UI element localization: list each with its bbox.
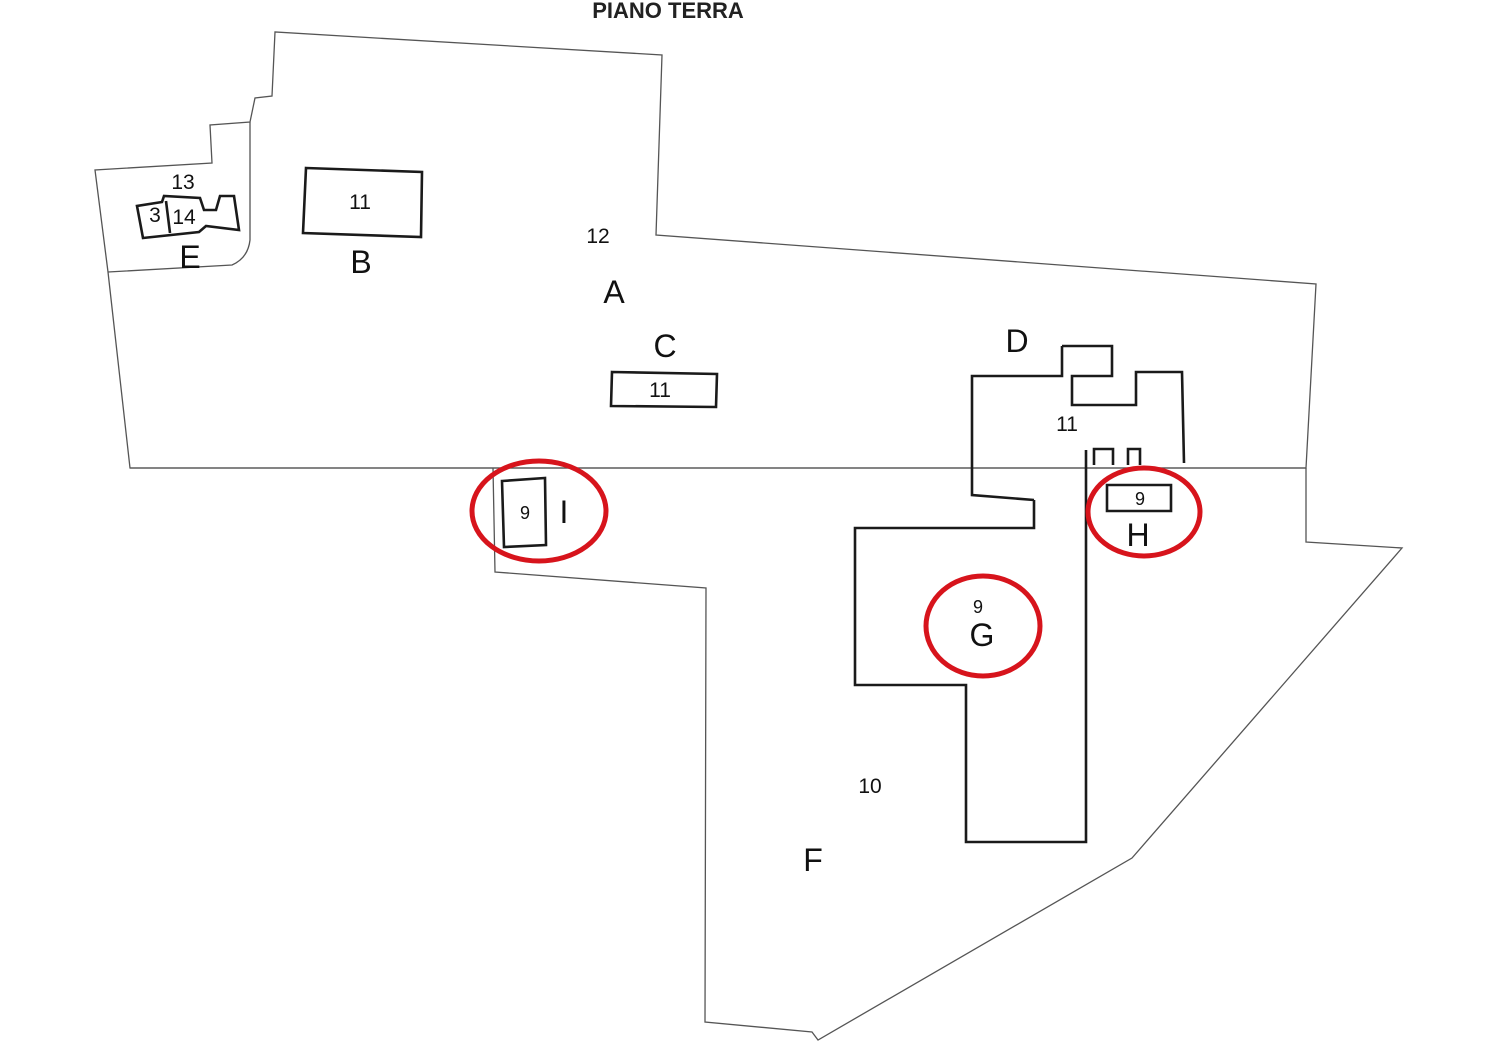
zone-label-g: G [970, 617, 995, 653]
highlight-circle-g [923, 573, 1043, 679]
area-number-12: 12 [586, 225, 609, 248]
zone-label-d: D [1005, 323, 1028, 359]
zone-label-f: F [803, 842, 823, 878]
room-number-c: 11 [649, 379, 671, 402]
highlight-circle-h [1085, 465, 1203, 559]
room-h-outline [1105, 483, 1173, 513]
highlight-circle-i [469, 458, 609, 564]
area-number-10: 10 [858, 775, 881, 798]
room-dg-outline [853, 344, 1186, 844]
room-number-g: 9 [973, 597, 983, 617]
room-number-i: 9 [520, 503, 530, 523]
plan-title: PIANO TERRA [592, 0, 744, 23]
zone-label-c: C [653, 328, 676, 364]
room-e-outline [135, 194, 241, 240]
zone-label-a: A [603, 274, 625, 310]
room-d-notches [1092, 447, 1142, 465]
room-i-outline [500, 476, 548, 549]
zone-e-boundary [107, 122, 251, 273]
zone-label-b: B [350, 244, 371, 280]
zone-label-i: I [560, 494, 569, 530]
room-number-b: 11 [349, 191, 371, 214]
room-b-outline [301, 166, 424, 239]
room-number-e-14: 14 [172, 206, 196, 229]
zone-label-h: H [1126, 517, 1149, 553]
room-c-outline [609, 370, 719, 409]
zone-label-e: E [179, 239, 200, 275]
site-boundary-upper [94, 31, 1317, 469]
room-e-partition [164, 200, 172, 234]
room-number-d: 11 [1056, 413, 1078, 436]
room-number-e-3: 3 [149, 204, 161, 227]
site-boundary-lower [492, 467, 1404, 1041]
area-number-13: 13 [171, 171, 194, 194]
room-number-h: 9 [1135, 489, 1145, 509]
